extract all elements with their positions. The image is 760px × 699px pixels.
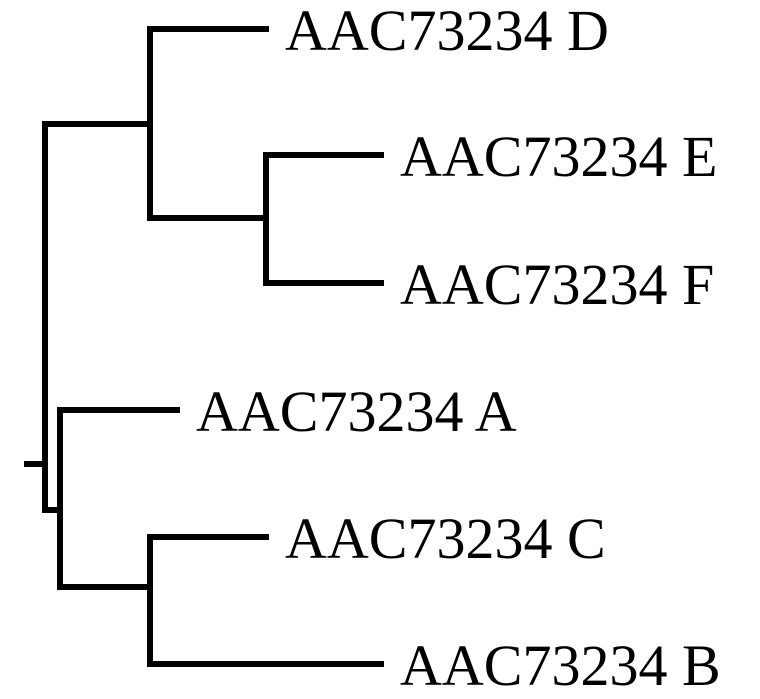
leaf-label-c: AAC73234 C: [285, 506, 606, 571]
leaf-label-e: AAC73234 E: [400, 124, 717, 189]
leaf-label-f: AAC73234 F: [400, 252, 714, 317]
leaf-label-b: AAC73234 B: [400, 633, 721, 698]
leaf-label-a: AAC73234 A: [196, 379, 517, 444]
leaf-label-d: AAC73234 D: [285, 0, 609, 63]
